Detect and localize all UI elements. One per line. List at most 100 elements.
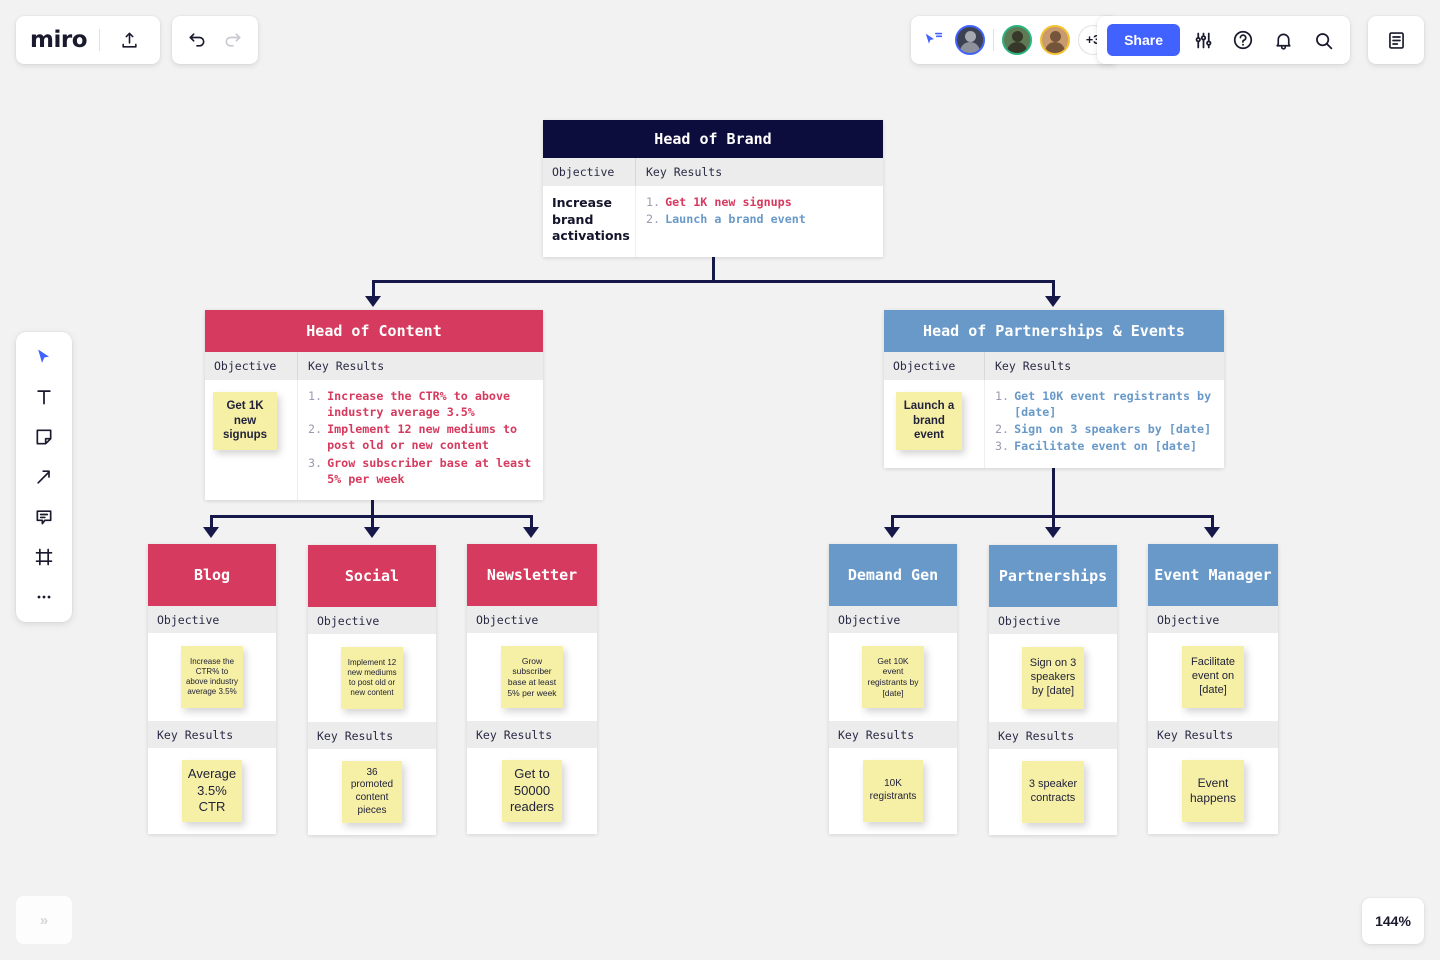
objective-section: Sign on 3 speakers by [date] [989, 634, 1117, 722]
card-title: Event Manager [1148, 544, 1278, 606]
card-event-manager[interactable]: Event Manager Objective Facilitate event… [1148, 544, 1278, 834]
objective-text: Increase brand activations [552, 195, 630, 243]
redo-icon[interactable] [216, 23, 250, 57]
card-newsletter[interactable]: Newsletter Objective Grow subscriber bas… [467, 544, 597, 834]
sticky-note-tool[interactable] [24, 420, 64, 454]
key-result-item: 1. Increase the CTR% to above industry a… [308, 389, 511, 420]
card-title: Head of Content [205, 310, 543, 352]
sticky-note-key-result[interactable]: Average 3.5% CTR [182, 760, 242, 822]
key-results-section: Event happens [1148, 748, 1278, 834]
card-title: Demand Gen [829, 544, 957, 606]
column-header-key-results: Key Results [635, 158, 883, 186]
sticky-note-key-result[interactable]: Event happens [1182, 760, 1244, 822]
arrowhead-blog [203, 527, 219, 538]
connector-arrow-tool[interactable] [24, 460, 64, 494]
card-title: Head of Partnerships & Events [884, 310, 1224, 352]
arrowhead-social [364, 527, 380, 538]
undo-icon[interactable] [180, 23, 214, 57]
card-head-of-partnerships-events[interactable]: Head of Partnerships & Events Objective … [884, 310, 1224, 468]
card-title: Newsletter [467, 544, 597, 606]
settings-sliders-icon[interactable] [1186, 23, 1220, 57]
section-label-key-results: Key Results [148, 721, 276, 748]
card-column-headers: Objective Key Results [205, 352, 543, 380]
arrowhead-eventmanager [1204, 527, 1220, 538]
connector-to-social [371, 515, 374, 529]
avatar[interactable] [1040, 25, 1070, 55]
sticky-note-objective[interactable]: Grow subscriber base at least 5% per wee… [501, 646, 563, 708]
more-tools[interactable] [24, 580, 64, 614]
connector-to-content [372, 280, 375, 298]
toolbar-notes-panel[interactable] [1368, 16, 1424, 64]
card-head-of-content[interactable]: Head of Content Objective Key Results Ge… [205, 310, 543, 500]
sticky-note-key-result[interactable]: 10K registrants [863, 760, 923, 822]
cursor-share-icon[interactable] [921, 27, 947, 53]
key-result-item: 2. Sign on 3 speakers by [date] [995, 422, 1212, 437]
column-header-objective: Objective [214, 359, 277, 373]
column-header-key-results: Key Results [984, 352, 1224, 380]
toolbar-undo-redo [172, 16, 258, 64]
notes-panel-icon[interactable] [1379, 23, 1413, 57]
connector-root-bus [373, 280, 1055, 283]
arrowhead-partnerships-leaf [1045, 527, 1061, 538]
toolbar-actions: Share [1097, 16, 1350, 64]
connector-content-stem [371, 487, 374, 517]
select-cursor-tool[interactable] [24, 340, 64, 374]
text-tool[interactable] [24, 380, 64, 414]
objective-section: Grow subscriber base at least 5% per wee… [467, 633, 597, 721]
search-icon[interactable] [1306, 23, 1340, 57]
sticky-note-objective[interactable]: Increase the CTR% to above industry aver… [181, 646, 243, 708]
key-results-section: Average 3.5% CTR [148, 748, 276, 834]
connector-to-eventmanager [1211, 515, 1214, 529]
sticky-note-objective[interactable]: Get 1K new signups [213, 392, 277, 450]
arrowhead-newsletter [523, 527, 539, 538]
divider [99, 29, 100, 51]
sticky-note-objective[interactable]: Get 10K event registrants by [date] [862, 646, 924, 708]
connector-to-blog [210, 515, 213, 529]
miro-logo[interactable]: miro [30, 27, 88, 53]
key-result-item: 3. Facilitate event on [date] [995, 439, 1198, 454]
avatar[interactable] [1002, 25, 1032, 55]
key-results-section: 10K registrants [829, 748, 957, 834]
connector-to-demandgen [891, 515, 894, 529]
column-header-objective: Objective [893, 359, 956, 373]
connector-to-partnerships-leaf [1052, 515, 1055, 529]
column-header-key-results: Key Results [297, 352, 543, 380]
section-label-objective: Objective [148, 606, 276, 633]
section-label-key-results: Key Results [467, 721, 597, 748]
expand-panel-button[interactable]: » [16, 896, 72, 944]
connector-to-partnerships [1052, 280, 1055, 298]
comment-tool[interactable] [24, 500, 64, 534]
sticky-note-key-result[interactable]: 36 promoted content pieces [342, 761, 402, 823]
column-header-objective: Objective [552, 165, 615, 179]
sticky-note-objective[interactable]: Implement 12 new mediums to post old or … [341, 647, 403, 709]
avatar[interactable] [955, 25, 985, 55]
sticky-note-key-result[interactable]: 3 speaker contracts [1022, 761, 1084, 823]
notifications-bell-icon[interactable] [1266, 23, 1300, 57]
sticky-note-objective[interactable]: Launch a brand event [896, 392, 962, 450]
key-result-item: 2. Implement 12 new mediums to post old … [308, 422, 518, 453]
share-button[interactable]: Share [1107, 24, 1180, 56]
key-results-section: 3 speaker contracts [989, 749, 1117, 835]
card-partnerships[interactable]: Partnerships Objective Sign on 3 speaker… [989, 545, 1117, 835]
objective-section: Implement 12 new mediums to post old or … [308, 634, 436, 722]
section-label-key-results: Key Results [1148, 721, 1278, 748]
section-label-objective: Objective [989, 607, 1117, 634]
sticky-note-objective[interactable]: Facilitate event on [date] [1182, 646, 1244, 708]
tool-rail [16, 332, 72, 622]
card-social[interactable]: Social Objective Implement 12 new medium… [308, 545, 436, 835]
sticky-note-objective[interactable]: Sign on 3 speakers by [date] [1022, 647, 1084, 709]
card-blog[interactable]: Blog Objective Increase the CTR% to abov… [148, 544, 276, 834]
upload-icon[interactable] [112, 23, 146, 57]
zoom-level-indicator[interactable]: 144% [1362, 898, 1424, 944]
card-demand-gen[interactable]: Demand Gen Objective Get 10K event regis… [829, 544, 957, 834]
section-label-objective: Objective [467, 606, 597, 633]
card-title: Partnerships [989, 545, 1117, 607]
section-label-objective: Objective [308, 607, 436, 634]
sticky-note-key-result[interactable]: Get to 50000 readers [502, 760, 562, 822]
arrowhead-content [365, 296, 381, 307]
toolbar-top-left: miro [16, 16, 160, 64]
frame-tool[interactable] [24, 540, 64, 574]
help-icon[interactable] [1226, 23, 1260, 57]
card-head-of-brand[interactable]: Head of Brand Objective Key Results Incr… [543, 120, 883, 257]
